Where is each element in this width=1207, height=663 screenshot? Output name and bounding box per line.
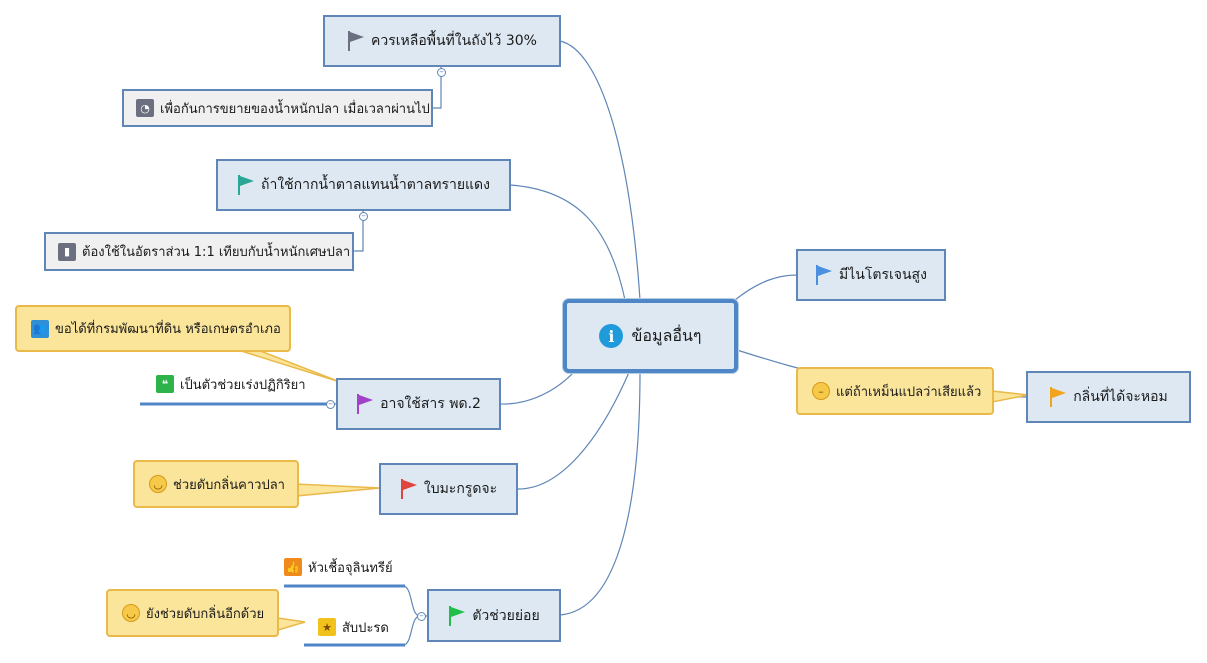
callout-label: ช่วยดับกลิ่นคาวปลา: [173, 477, 285, 493]
callout-label: แต่ถ้าเหม็นแปลว่าเสียแล้ว: [836, 384, 982, 400]
smile-icon: ◡: [122, 604, 140, 622]
info-icon: i: [599, 324, 624, 348]
subtopic-label: สับปะรด: [342, 620, 389, 636]
bar-chart-icon: ▮: [58, 242, 76, 261]
topic-sugar[interactable]: ถ้าใช้กากน้ำตาลแทนน้ำตาลทรายแดง: [216, 159, 511, 211]
callout-also-smell[interactable]: ◡ ยังช่วยดับกลิ่นอีกด้วย: [106, 589, 279, 637]
callout-fishy[interactable]: ◡ ช่วยดับกลิ่นคาวปลา: [133, 460, 299, 508]
neutral-face-icon: –: [812, 382, 830, 400]
topic-label: ตัวช่วยย่อย: [472, 607, 540, 624]
central-topic[interactable]: i ข้อมูลอื่นๆ: [563, 299, 738, 373]
subtopic-label: ต้องใช้ในอัตราส่วน 1:1 เทียบกับน้ำหนักเศ…: [82, 245, 351, 260]
collapse-toggle[interactable]: –: [417, 612, 426, 621]
flag-icon: [449, 605, 466, 626]
topic-nitrogen[interactable]: มีไนโตรเจนสูง: [796, 249, 946, 301]
collapse-toggle[interactable]: –: [359, 212, 368, 221]
smile-icon: ◡: [149, 475, 167, 493]
medal-icon: ★: [318, 618, 336, 636]
callout-spoiled[interactable]: – แต่ถ้าเหม็นแปลว่าเสียแล้ว: [796, 367, 994, 415]
subtopic-organic[interactable]: 👍 หัวเชื้อจุลินทรีย์: [284, 556, 393, 578]
topic-bergamot[interactable]: ใบมะกรูดจะ: [379, 463, 518, 515]
flag-icon: [348, 31, 365, 51]
topic-pd2[interactable]: อาจใช้สาร พด.2: [336, 378, 501, 430]
thumbs-up-icon: 👍: [284, 558, 302, 576]
flag-icon: [357, 394, 374, 414]
central-topic-label: ข้อมูลอื่นๆ: [631, 325, 702, 345]
pie-chart-icon: ◔: [136, 99, 154, 117]
subtopic-pineapple[interactable]: ★ สับปะรด: [318, 616, 389, 638]
people-icon: 👥: [31, 319, 49, 338]
flag-icon: [237, 175, 254, 195]
topic-label: ใบมะกรูดจะ: [423, 481, 498, 497]
topic-label: กลิ่นที่ได้จะหอม: [1073, 389, 1168, 405]
topic-space[interactable]: ควรเหลือพื้นที่ในถังไว้ 30%: [323, 15, 561, 67]
subtopic-space-note[interactable]: ◔ เพื่อกันการขยายของน้ำหนักปลา เมื่อเวลา…: [122, 89, 433, 127]
callout-label: ขอได้ที่กรมพัฒนาที่ดิน หรือเกษตรอำเภอ: [55, 322, 281, 337]
subtopic-label: เป็นตัวช่วยเร่งปฏิกิริยา: [180, 377, 306, 393]
topic-smell[interactable]: กลิ่นที่ได้จะหอม: [1026, 371, 1191, 423]
callout-label: ยังช่วยดับกลิ่นอีกด้วย: [146, 606, 265, 622]
flag-icon: [400, 479, 417, 499]
topic-label: ควรเหลือพื้นที่ในถังไว้ 30%: [371, 33, 537, 49]
subtopic-pd2-note[interactable]: ❝ เป็นตัวช่วยเร่งปฏิกิริยา: [156, 373, 306, 395]
collapse-toggle[interactable]: –: [326, 400, 335, 409]
flag-icon: [816, 265, 833, 285]
subtopic-label: หัวเชื้อจุลินทรีย์: [308, 560, 393, 576]
callout-land-dept[interactable]: 👥 ขอได้ที่กรมพัฒนาที่ดิน หรือเกษตรอำเภอ: [15, 305, 291, 352]
subtopic-label: เพื่อกันการขยายของน้ำหนักปลา เมื่อเวลาผ่…: [160, 101, 430, 117]
topic-label: อาจใช้สาร พด.2: [380, 396, 481, 412]
quote-icon: ❝: [156, 375, 174, 393]
topic-decomposer[interactable]: ตัวช่วยย่อย: [427, 589, 561, 642]
flag-icon: [1050, 387, 1067, 407]
subtopic-sugar-note[interactable]: ▮ ต้องใช้ในอัตราส่วน 1:1 เทียบกับน้ำหนัก…: [44, 232, 354, 271]
topic-label: มีไนโตรเจนสูง: [839, 267, 927, 283]
collapse-toggle[interactable]: –: [437, 68, 446, 77]
topic-label: ถ้าใช้กากน้ำตาลแทนน้ำตาลทรายแดง: [260, 177, 490, 193]
